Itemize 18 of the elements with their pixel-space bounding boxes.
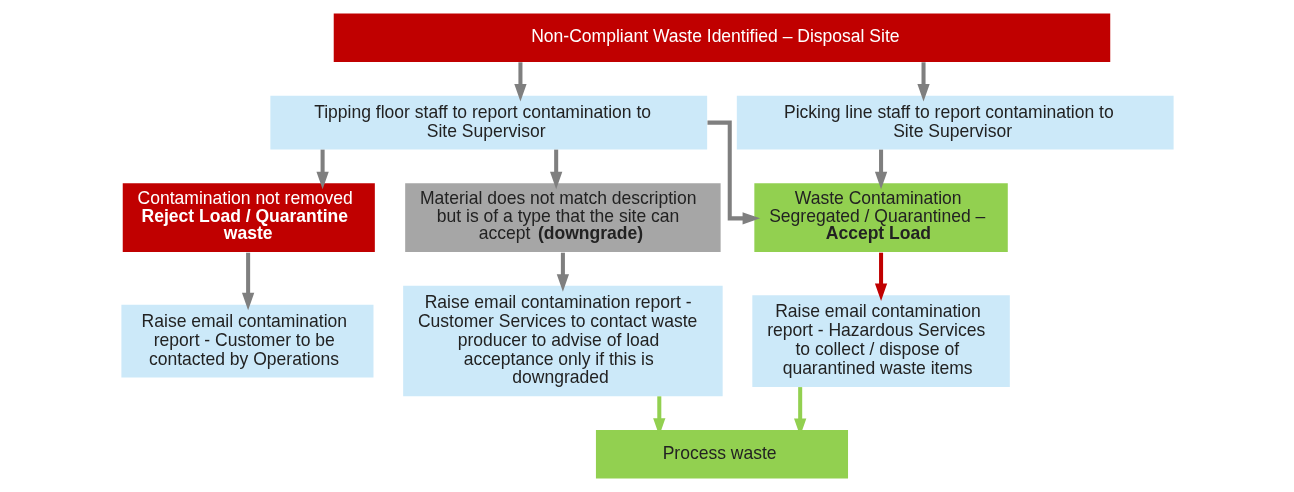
node-box: Non-Compliant Waste Identified – Disposal Site	[333, 13, 1110, 62]
node-box: Raise email contamination report - Customer to be contacted by Operations	[120, 304, 373, 378]
arrow	[556, 252, 569, 292]
arrow	[315, 149, 329, 190]
arrow	[513, 62, 527, 102]
node-box: Process waste	[595, 430, 848, 479]
node-box: Waste Contamination Segregated / Quarantined – Accept Load	[753, 183, 1008, 253]
arrow	[241, 252, 254, 311]
node-box: Tipping floor staff to report contamination to Site Supervisor	[269, 95, 707, 150]
arrow	[916, 62, 930, 102]
node-box: Material does not match description but is of a type that the site can accept (downgrade)	[404, 183, 721, 253]
node-box: Contamination not removed Reject Load / Quarantine waste	[122, 183, 375, 253]
arrow	[874, 252, 887, 301]
node-box: Raise email contamination report - Hazardous Services to collect / dispose of quarantined waste items	[751, 295, 1010, 387]
arrow	[549, 149, 562, 190]
node-box: Picking line staff to report contamination to Site Supervisor	[736, 95, 1174, 150]
node-box: Raise email contamination report - Customer Services to contact waste producer to advise of load acceptance only if this is downgraded	[402, 285, 723, 397]
arrow	[874, 149, 887, 190]
